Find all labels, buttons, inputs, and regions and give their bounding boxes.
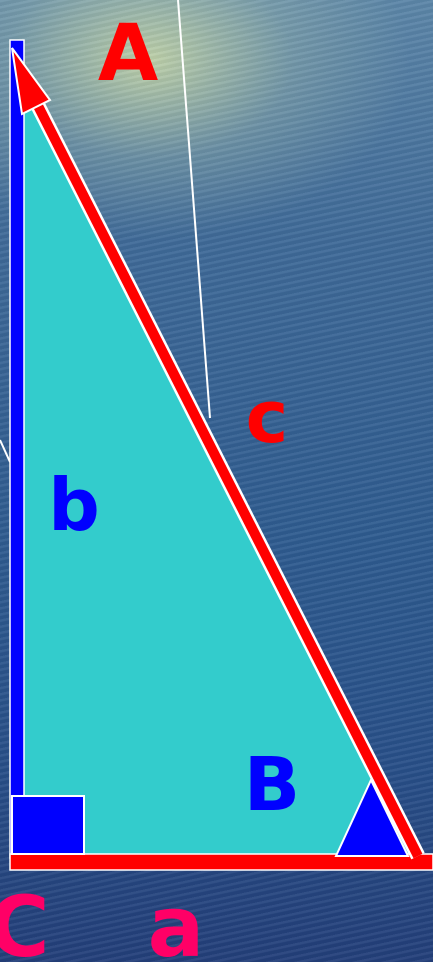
side-c-arrowhead (11, 47, 52, 116)
angle-b-marker (334, 777, 410, 857)
side-a-label: a (148, 878, 205, 962)
vertex-c-label: C (0, 878, 50, 962)
side-c-label: c (246, 375, 289, 459)
side-a (9, 853, 433, 871)
side-b-label: b (48, 463, 100, 547)
guide-line-right (177, 0, 211, 419)
side-b (9, 39, 25, 859)
guide-line-left (0, 439, 11, 463)
side-c (25, 87, 423, 859)
vertex-a-label: A (98, 9, 158, 99)
right-angle-marker (11, 795, 85, 855)
vertex-b-label: B (244, 742, 300, 828)
